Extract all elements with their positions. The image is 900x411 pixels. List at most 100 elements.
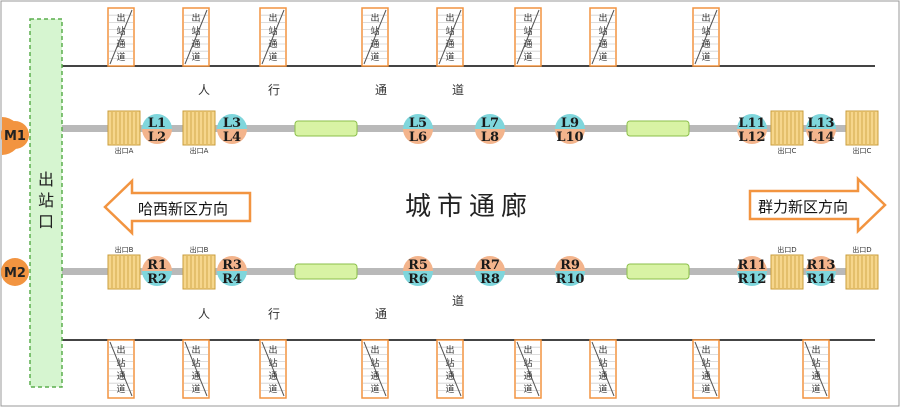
track-lower bbox=[62, 268, 877, 275]
stair-label-char: 道 bbox=[701, 51, 710, 63]
left-direction-arrow bbox=[103, 178, 252, 236]
direction-right-label: 群力新区方向 bbox=[758, 198, 849, 216]
stair-diagonal bbox=[363, 9, 387, 65]
station-m2[interactable]: M2 bbox=[1, 258, 29, 286]
stair-label-char: 道 bbox=[116, 383, 125, 395]
platform-exit-box[interactable]: 出口D bbox=[845, 245, 879, 290]
passage-char: 通 bbox=[375, 83, 387, 97]
passage-char: 道 bbox=[452, 294, 464, 308]
stair-label-char: 站 bbox=[370, 357, 379, 369]
track-upper bbox=[62, 125, 877, 132]
stair-diagonal bbox=[109, 9, 133, 65]
platform-bar bbox=[294, 263, 358, 280]
platform-exit-box[interactable]: 出口B bbox=[182, 245, 216, 290]
stair-label-char: 道 bbox=[268, 51, 277, 63]
stair-diagonal bbox=[261, 341, 285, 397]
gate-label-top: R5 bbox=[408, 258, 428, 273]
stair-diagonal bbox=[591, 341, 615, 397]
gate-bottom-half bbox=[217, 129, 247, 144]
stair-label-char: 出 bbox=[445, 344, 454, 356]
stair-label-char: 出 bbox=[598, 344, 607, 356]
gate-label-top: R9 bbox=[560, 258, 580, 273]
exit-box-label: 出口D bbox=[852, 245, 871, 254]
stair-diagonal bbox=[804, 341, 828, 397]
platform-exit-box[interactable]: 出口C bbox=[770, 110, 804, 155]
platform-bar bbox=[626, 120, 690, 137]
stair-label-char: 站 bbox=[191, 357, 200, 369]
platform-bar bbox=[626, 263, 690, 280]
platform-exit-box[interactable]: 出口B bbox=[107, 245, 141, 290]
gate-top-half bbox=[403, 256, 433, 271]
stair-label-char: 通 bbox=[191, 371, 200, 382]
gate-label-top: R7 bbox=[480, 258, 500, 273]
platform-exit-box[interactable]: 出口D bbox=[770, 245, 804, 290]
corridor-title: 城市通廊 bbox=[405, 192, 534, 222]
stair-diagonal bbox=[694, 9, 718, 65]
stair-label-char: 出 bbox=[598, 12, 607, 24]
stair-label-char: 道 bbox=[191, 51, 200, 63]
gate-label-top: L5 bbox=[409, 116, 427, 131]
gate-label-bottom: L10 bbox=[556, 130, 583, 145]
platform-exit-box[interactable]: 出口A bbox=[107, 110, 141, 155]
station-m1-circle bbox=[1, 121, 29, 149]
stair-label-char: 通 bbox=[445, 371, 454, 382]
gate-bottom-half bbox=[142, 271, 172, 286]
passage-char: 行 bbox=[268, 83, 280, 97]
exit-box-label: 出口D bbox=[777, 245, 796, 254]
gate-label-top: R1 bbox=[147, 258, 167, 273]
stair-label-char: 站 bbox=[701, 25, 710, 37]
stair-label-char: 道 bbox=[268, 383, 277, 395]
stair-label-char: 道 bbox=[701, 383, 710, 395]
exit-box-label: 出口A bbox=[115, 146, 134, 155]
stair-label-char: 道 bbox=[370, 51, 379, 63]
station-m1[interactable]: M1 bbox=[1, 117, 29, 155]
stair-label-char: 站 bbox=[523, 357, 532, 369]
stair-label-char: 出 bbox=[523, 344, 532, 356]
passage-char: 人 bbox=[198, 307, 210, 321]
gate-top-half bbox=[555, 256, 585, 271]
stair-label-char: 出 bbox=[811, 344, 820, 356]
stair-label-char: 通 bbox=[116, 371, 125, 382]
gate-label-bottom: R10 bbox=[556, 272, 585, 287]
gate-top-half bbox=[217, 256, 247, 271]
stair-label-char: 出 bbox=[191, 344, 200, 356]
platform-exit-box[interactable]: 出口C bbox=[845, 110, 879, 155]
gate-top-half bbox=[475, 114, 505, 129]
platform-exit-box[interactable]: 出口A bbox=[182, 110, 216, 155]
stair-label-char: 站 bbox=[701, 357, 710, 369]
